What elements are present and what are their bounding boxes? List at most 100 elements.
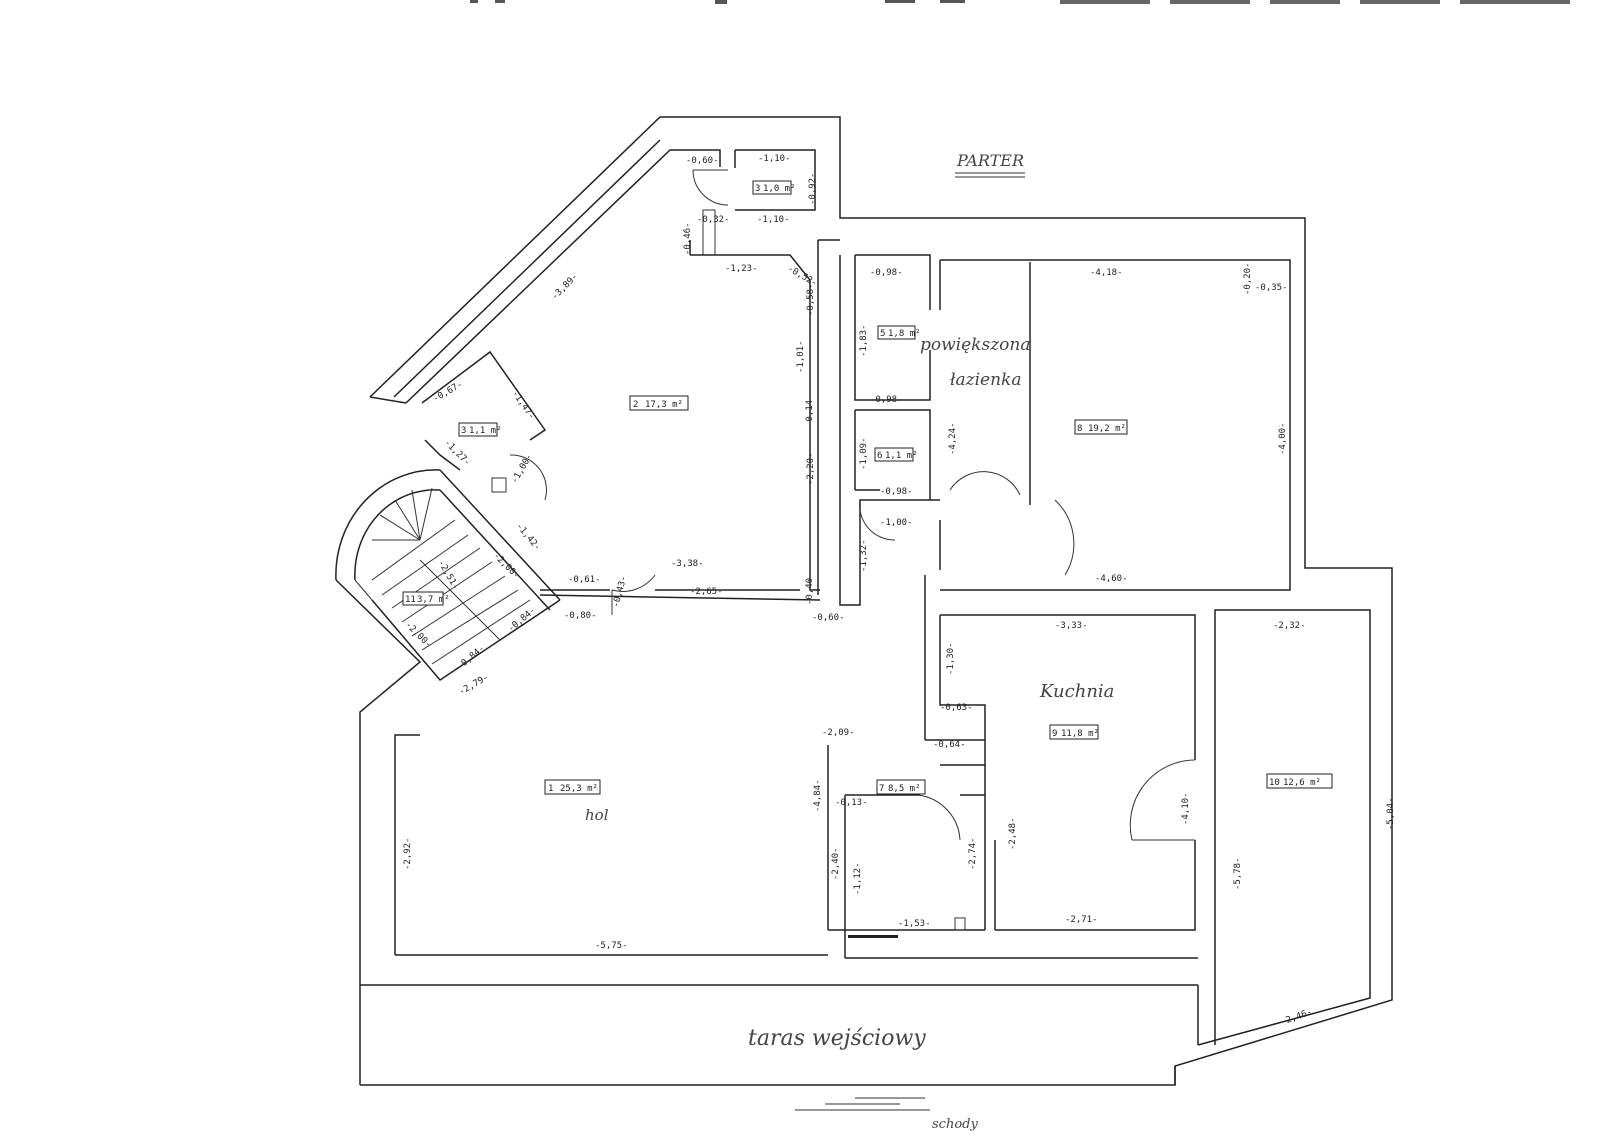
label-d-112: -1,12- [853, 862, 863, 895]
staircase [335, 350, 561, 681]
interior-walls [394, 149, 1291, 959]
room-label-1: 1 25,3 m² hol [544, 779, 609, 824]
label-d-153: -1,53- [898, 919, 931, 929]
label-area: 17,3 m² [645, 400, 683, 410]
handwritten-notes: powiększona łazienka taras wejściowy sch… [748, 335, 1030, 1132]
label-d-292: -2,92- [403, 837, 413, 870]
label-area: 1,0 m² [763, 184, 796, 194]
label-d-248: -2,48- [1008, 817, 1018, 850]
label-d-274: -2,74- [968, 837, 978, 870]
label-d-014: -0,14- [805, 394, 815, 427]
label-d-132: -1,32- [859, 539, 869, 572]
label-d-575: -5,75- [595, 941, 628, 951]
label-d-064: -0,64- [933, 740, 966, 750]
label-d-061: -0,61- [568, 575, 601, 585]
label-area: 3,7 m² [417, 595, 450, 605]
label-d-020: -0,20- [1243, 262, 1253, 295]
label-area: 25,3 m² [560, 784, 598, 794]
bathroom-note-line1: powiększona [920, 335, 1030, 355]
label-d-080: -0,80- [564, 611, 597, 621]
label-d-032: -0,32- [697, 215, 730, 225]
label-area: 8,5 m² [888, 784, 921, 794]
label-d-410: -4,10- [1181, 792, 1191, 825]
bathroom-note-line2: łazienka [950, 370, 1022, 390]
scan-artifacts [470, 0, 1570, 4]
label-d-424: -4,24- [948, 422, 958, 455]
label-d-130: -1,30- [946, 642, 956, 675]
door-swings [509, 169, 1196, 841]
label-area: 11,8 m² [1061, 729, 1099, 739]
label-d-183: -1,83- [859, 324, 869, 357]
floor-title: PARTER [955, 151, 1025, 178]
label-d-147: -1,47- [510, 389, 537, 421]
room-label-4: 11 3,7 m² [402, 591, 450, 606]
label-d-209: -2,09- [822, 728, 855, 738]
terrace-label: taras wejściowy [748, 1026, 926, 1051]
label-d-098-b: -0,98- [870, 395, 903, 405]
outer-walls [335, 116, 1393, 1086]
label-d-578: -5,78- [1233, 857, 1243, 890]
label-d-013: -0,13- [835, 798, 868, 808]
label-d-338: -3,38- [671, 559, 704, 569]
stairs-label: schody [932, 1117, 978, 1132]
label-d-271: -2,71- [1065, 915, 1098, 925]
label-d-098-c: -0,98- [880, 487, 913, 497]
label-d-060-b: -0,60- [812, 613, 845, 623]
label-d-279: -2,79- [458, 673, 491, 698]
label-d-109: -1,09- [859, 437, 869, 470]
label-number: 2 [633, 400, 638, 410]
label-d-040: -0,40- [805, 572, 815, 605]
label-d-200b: -2,00- [403, 620, 433, 650]
label-d-418: -4,18- [1090, 268, 1123, 278]
label-d-504: -5,04- [1386, 797, 1396, 830]
label-d-333: -3,33- [1055, 621, 1088, 631]
label-d-101: -1,01- [796, 340, 806, 373]
label-d-098-a: -0,98- [870, 268, 903, 278]
label-d-389: -3,89- [550, 272, 580, 302]
label-d-232: -2,32- [1273, 621, 1306, 631]
label-d-400: -4,00- [1278, 422, 1288, 455]
room-label-3b: 3 1,1 m² [458, 422, 502, 437]
label-d-035: -0,35- [1255, 283, 1288, 293]
label-area: 1,8 m² [888, 329, 921, 339]
label-number: 1 [548, 784, 553, 794]
room-label-2: 2 17,3 m² [629, 395, 689, 411]
label-d-127: -1,27- [442, 438, 472, 468]
label-area: 19,2 m² [1088, 424, 1126, 434]
label-d-200: -2,00- [491, 551, 521, 581]
label-d-063: -0,63- [940, 703, 973, 713]
label-number: 3 [461, 426, 466, 436]
label-d-084b: -0,84- [456, 644, 487, 673]
room-name-hol: hol [585, 806, 609, 824]
label-d-240: -2,40- [831, 847, 841, 880]
room-label-9: 9 11,8 m² Kuchnia [1039, 681, 1114, 740]
label-d-484: -4,84- [813, 779, 823, 812]
label-number: 6 [877, 451, 882, 461]
label-d-046: -0,46- [683, 222, 693, 255]
room-label-6: 6 1,1 m² [874, 447, 918, 462]
label-number: 3 [755, 184, 760, 194]
label-area: 12,6 m² [1283, 778, 1321, 788]
room-label-8: 8 19,2 m² [1074, 419, 1128, 435]
label-d-084a: -0,84- [507, 606, 538, 635]
label-d-265: -2,65- [690, 587, 723, 597]
room-label-5: 5 1,8 m² [877, 325, 921, 340]
label-d-460: -4,60- [1095, 574, 1128, 584]
label-d-110-top: -1,10- [758, 154, 791, 164]
label-number: 5 [880, 329, 885, 339]
label-area: 1,1 m² [885, 451, 918, 461]
label-area: 1,1 m² [469, 426, 502, 436]
label-d-092: -0,92- [808, 172, 818, 205]
label-d-100-door: -1,00- [510, 452, 535, 485]
label-number: 9 [1052, 729, 1057, 739]
label-d-058: -0,58- [806, 283, 816, 316]
label-number: 8 [1077, 424, 1082, 434]
floor-title-text: PARTER [956, 151, 1024, 170]
room-name-kuchnia: Kuchnia [1039, 681, 1114, 702]
label-number: 7 [879, 784, 884, 794]
label-d-060-top: -0,60- [686, 156, 719, 166]
room-label-7: 7 8,5 m² [876, 779, 926, 795]
label-number: 11 [405, 595, 416, 605]
label-d-142: -1,42- [514, 522, 543, 553]
